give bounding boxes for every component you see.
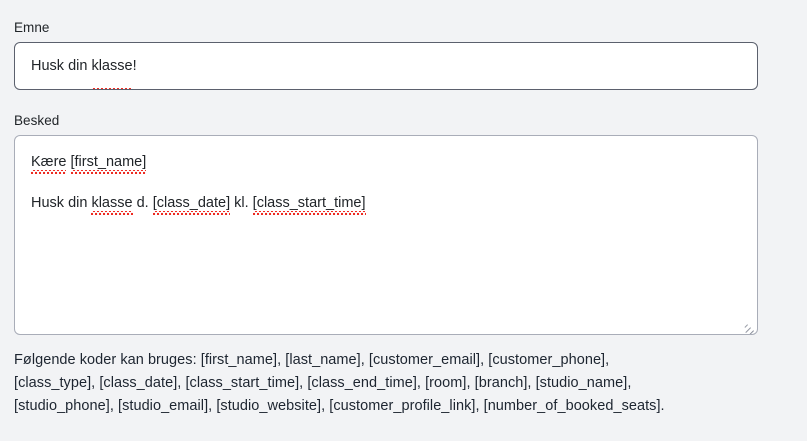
message-l2-part-c: d.: [132, 195, 153, 211]
message-greeting-misspelled: Kære: [31, 154, 67, 174]
subject-field-label: Emne: [14, 20, 50, 35]
field-spacer: [14, 90, 793, 113]
helper-line-3: [studio_phone], [studio_email], [studio_…: [14, 398, 665, 414]
subject-text-part-1: Husk din: [31, 58, 92, 74]
message-token-class-date: [class_date]: [152, 195, 231, 215]
message-line-2: Husk din klasse d. [class_date] kl. [cla…: [31, 194, 741, 215]
message-l2-part-e: kl.: [230, 195, 253, 211]
helper-line-1: Følgende koder kan bruges: [first_name],…: [14, 352, 610, 368]
message-l2-misspelled-klasse: klasse: [91, 195, 133, 215]
message-textarea[interactable]: Kære [first_name] Husk din klasse d. [cl…: [14, 135, 758, 335]
message-line-1: Kære [first_name]: [31, 153, 741, 174]
message-token-class-start-time: [class_start_time]: [252, 195, 366, 215]
subject-text-misspelled: klasse: [91, 43, 133, 89]
message-token-first-name: [first_name]: [70, 154, 147, 174]
resize-grip-icon[interactable]: [742, 319, 755, 334]
notification-template-form: Emne Husk din klasse! Besked Kære [first…: [14, 20, 793, 418]
subject-text-part-3: !: [132, 58, 137, 74]
message-l2-part-a: Husk din: [31, 195, 92, 211]
subject-input[interactable]: Husk din klasse!: [14, 42, 758, 90]
helper-line-2: [class_type], [class_date], [class_start…: [14, 375, 632, 391]
message-field-label: Besked: [14, 113, 60, 128]
template-codes-helper-text: Følgende koder kan bruges: [first_name],…: [14, 349, 774, 418]
